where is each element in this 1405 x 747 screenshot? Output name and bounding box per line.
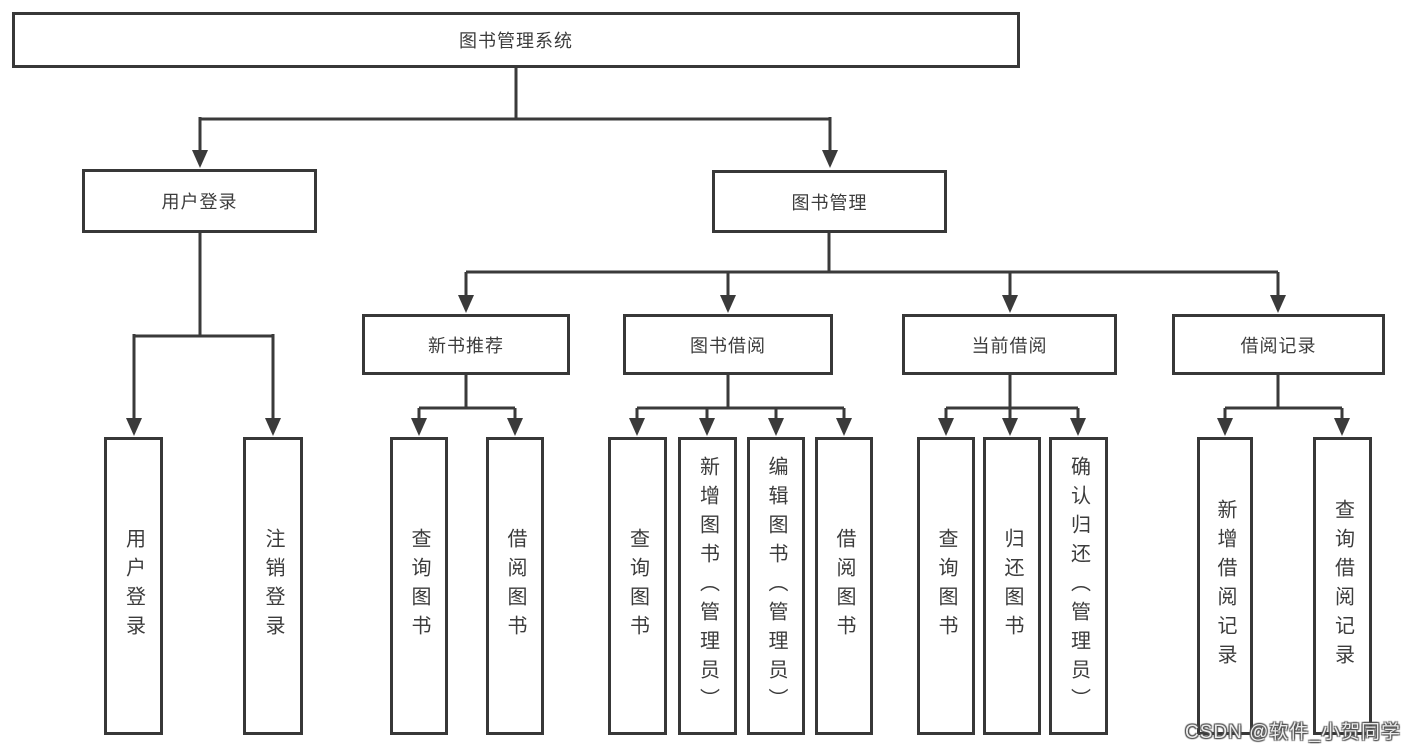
leaf-borrow-books: 借阅图书	[815, 437, 873, 735]
leaf-edit-book-admin: 编辑图书（管理员）	[747, 437, 805, 735]
leaf-logout: 注销登录	[243, 437, 303, 735]
leaf-query-borrow-record: 查询借阅记录	[1313, 437, 1372, 735]
node-book-management: 图书管理	[712, 170, 947, 233]
leaf-query-books-current: 查询图书	[917, 437, 975, 735]
node-borrow-records: 借阅记录	[1172, 314, 1385, 375]
leaf-query-books-borrow: 查询图书	[608, 437, 667, 735]
csdn-watermark: CSDN @软件_小贺同学	[1185, 722, 1401, 743]
node-user-login: 用户登录	[82, 169, 317, 233]
leaf-return-book: 归还图书	[983, 437, 1041, 735]
node-library-system: 图书管理系统	[12, 12, 1020, 68]
leaf-add-book-admin: 新增图书（管理员）	[678, 437, 737, 735]
leaf-confirm-return-admin: 确认归还（管理员）	[1049, 437, 1108, 735]
node-book-borrow: 图书借阅	[623, 314, 833, 375]
leaf-borrow-books-recommend: 借阅图书	[486, 437, 544, 735]
leaf-add-borrow-record: 新增借阅记录	[1197, 437, 1253, 735]
leaf-user-login: 用户登录	[104, 437, 163, 735]
leaf-query-books-recommend: 查询图书	[390, 437, 448, 735]
node-new-book-recommend: 新书推荐	[362, 314, 570, 375]
node-current-borrow: 当前借阅	[902, 314, 1117, 375]
